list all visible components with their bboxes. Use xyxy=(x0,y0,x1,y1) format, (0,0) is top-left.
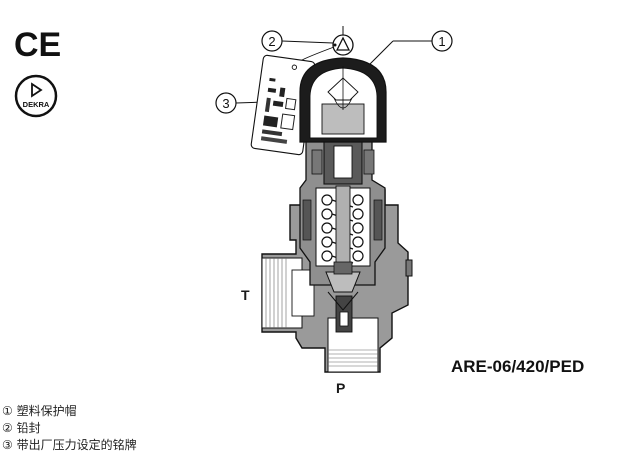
legend-marker: ② xyxy=(2,421,13,435)
svg-text:1: 1 xyxy=(438,34,445,49)
legend-marker: ③ xyxy=(2,438,13,452)
svg-text:3: 3 xyxy=(222,96,229,111)
legend-item: ③ 带出厂压力设定的铭牌 xyxy=(2,437,137,454)
port-label-t: T xyxy=(241,287,250,303)
svg-text:2: 2 xyxy=(268,34,275,49)
poppet xyxy=(325,261,361,311)
lead-seal-icon xyxy=(332,26,354,56)
adjustment-stem xyxy=(311,139,375,185)
legend-marker: ① xyxy=(2,404,13,418)
legend-text: 塑料保护帽 xyxy=(16,404,77,418)
svg-text:DEKRA: DEKRA xyxy=(23,100,50,109)
callout-1: 1 xyxy=(369,30,453,65)
ce-mark-icon: CE xyxy=(14,26,61,64)
legend-text: 带出厂压力设定的铭牌 xyxy=(16,438,137,452)
port-label-p: P xyxy=(336,380,346,396)
spring xyxy=(321,185,364,273)
legend-item: ② 铅封 xyxy=(2,420,137,437)
plastic-protection-cap xyxy=(299,57,387,143)
svg-text:CE: CE xyxy=(14,26,61,64)
model-number: ARE-06/420/PED xyxy=(451,357,585,376)
callout-2: 2 xyxy=(261,30,334,52)
legend-text: 铅封 xyxy=(16,421,41,435)
legend: ① 塑料保护帽 ② 铅封 ③ 带出厂压力设定的铭牌 xyxy=(2,403,137,454)
dekra-logo-icon: DEKRA xyxy=(14,74,58,118)
legend-item: ① 塑料保护帽 xyxy=(2,403,137,420)
